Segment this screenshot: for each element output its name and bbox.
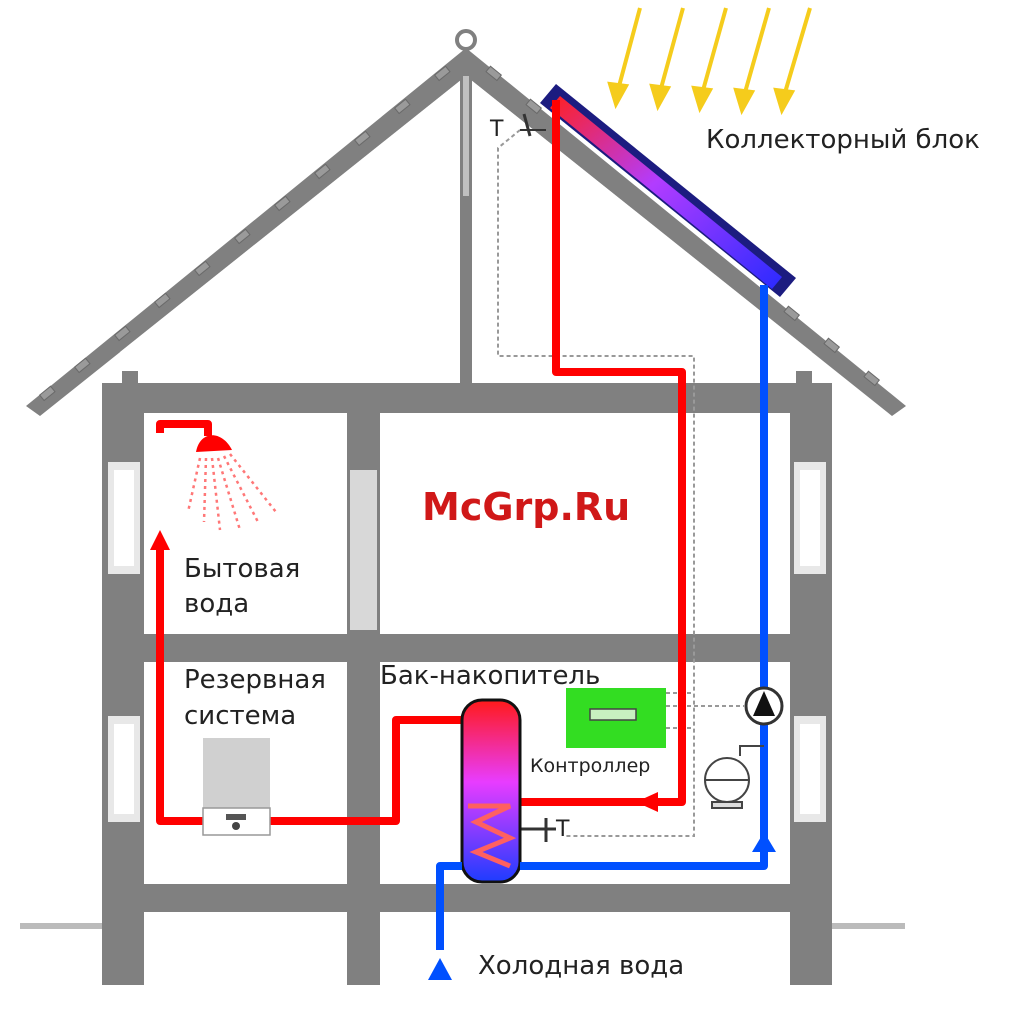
sensor-tank-label: T: [555, 817, 570, 842]
storage-tank-label: Бак-накопитель: [380, 661, 600, 691]
household-water-label-line2: вода: [184, 589, 249, 619]
cold-inlet-arrow: [428, 958, 452, 980]
backup-system-label-line1: Резервная: [184, 665, 326, 695]
controller-label: Контроллер: [530, 755, 650, 777]
hot-flow-arrow-up: [150, 530, 170, 550]
sun-rays: [610, 8, 810, 110]
cold-flow-arrow-up: [752, 832, 776, 852]
watermark: McGrp.Ru: [422, 485, 630, 529]
pump-icon: [746, 688, 782, 724]
expansion-vessel-icon: [705, 746, 764, 808]
storage-tank: [462, 700, 520, 882]
shower-head-icon: [188, 435, 276, 530]
collector-label: Коллекторный блок: [706, 125, 980, 155]
controller-display-icon: [590, 709, 636, 720]
cold-water-label: Холодная вода: [478, 951, 684, 981]
backup-system-label-line2: система: [184, 701, 296, 731]
boiler-icon: [203, 738, 270, 835]
sensor-top-label: T: [489, 117, 504, 142]
household-water-label-line1: Бытовая: [184, 554, 300, 584]
hot-flow-arrow-tank: [636, 792, 658, 812]
controller-box: [566, 688, 666, 748]
sensor-tank: T: [520, 817, 570, 842]
